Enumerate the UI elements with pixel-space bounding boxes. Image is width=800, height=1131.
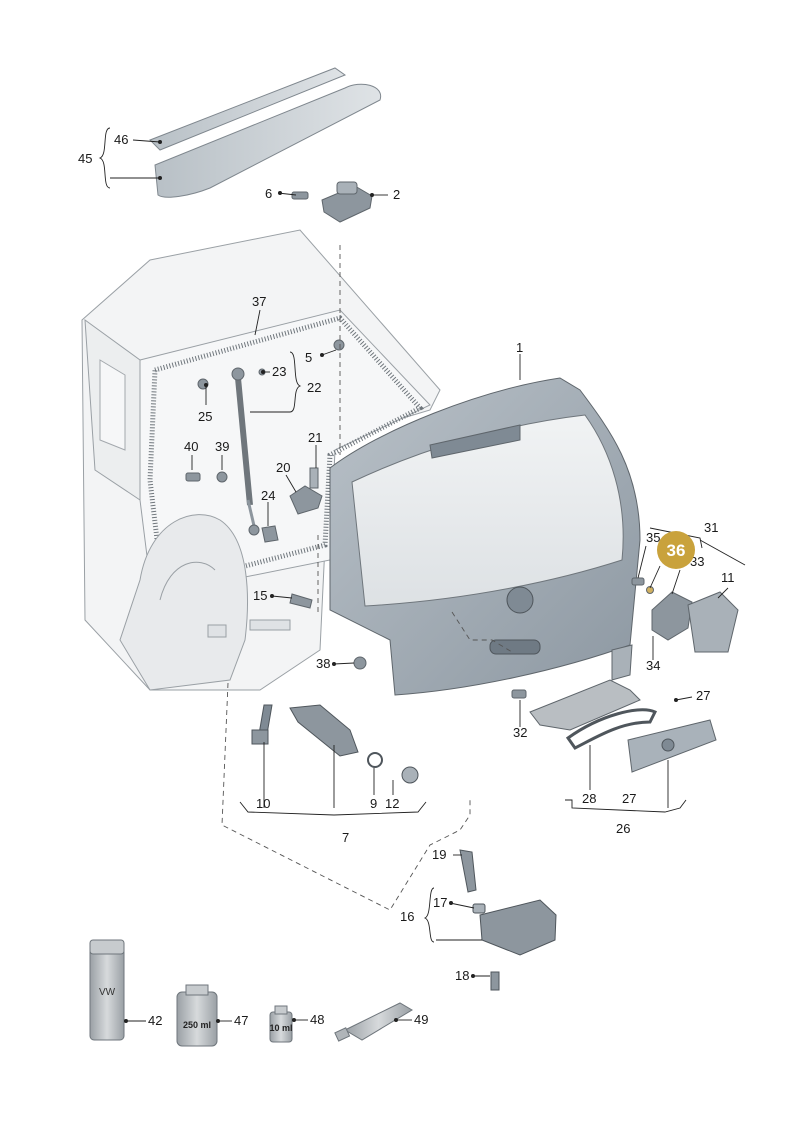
highlight-badge-36[interactable]: 36 — [657, 531, 695, 569]
callout-7: 7 — [342, 830, 349, 845]
callout-9: 9 — [370, 796, 377, 811]
callout-46: 46 — [114, 132, 128, 147]
rear-spoiler — [149, 67, 382, 198]
callout-38: 38 — [316, 656, 330, 671]
callout-19: 19 — [432, 847, 446, 862]
callout-40: 40 — [184, 439, 198, 454]
callout-22: 22 — [307, 380, 321, 395]
leader-lines — [98, 127, 746, 1023]
callout-11: 11 — [721, 570, 735, 585]
callout-6: 6 — [265, 186, 272, 201]
callout-21: 21 — [308, 430, 322, 445]
grouping-outlines — [221, 245, 513, 911]
callout-10: 10 — [256, 796, 270, 811]
highlight-number: 36 — [667, 541, 686, 560]
tailgate-panel — [329, 377, 641, 696]
callout-5: 5 — [305, 350, 312, 365]
vw-logo-icon: VW — [99, 987, 116, 998]
callout-45: 45 — [78, 151, 92, 166]
callout-17: 17 — [433, 895, 447, 910]
lock-cylinder-assembly — [251, 704, 419, 784]
callout-12: 12 — [385, 796, 399, 811]
vehicle-body — [81, 229, 441, 691]
bottle-large-label: 250 ml — [183, 1020, 211, 1030]
callout-25: 25 — [198, 409, 212, 424]
tailgate-handle-assembly — [565, 708, 717, 773]
callout-37: 37 — [252, 294, 266, 309]
callout-39: 39 — [215, 439, 229, 454]
callout-33: 33 — [690, 554, 704, 569]
callout-24: 24 — [261, 488, 275, 503]
gas-strut — [231, 367, 260, 536]
callout-labels: 46 45 6 2 37 5 23 22 25 40 39 21 20 24 1… — [78, 132, 735, 1028]
callout-27-bottom: 27 — [622, 791, 636, 806]
callout-26: 26 — [616, 821, 630, 836]
callout-18: 18 — [455, 968, 469, 983]
service-products: VW 250 ml 10 ml — [89, 939, 413, 1047]
callout-23: 23 — [272, 364, 286, 379]
callout-1: 1 — [516, 340, 523, 355]
tailgate-lock-actuator — [511, 577, 739, 731]
callout-42: 42 — [148, 1013, 162, 1028]
callout-49: 49 — [414, 1012, 428, 1027]
bottle-small-label: 10 ml — [269, 1023, 292, 1033]
callout-32: 32 — [513, 725, 527, 740]
callout-2: 2 — [393, 187, 400, 202]
callout-48: 48 — [310, 1012, 324, 1027]
callout-20: 20 — [276, 460, 290, 475]
callout-47: 47 — [234, 1013, 248, 1028]
callout-34: 34 — [646, 658, 660, 673]
tailgate-hinge — [291, 181, 373, 223]
tailgate-latch — [459, 849, 557, 991]
callout-27-top: 27 — [696, 688, 710, 703]
callout-15: 15 — [253, 588, 267, 603]
fasteners — [185, 339, 367, 670]
callout-16: 16 — [400, 909, 414, 924]
callout-31: 31 — [704, 520, 718, 535]
callout-35: 35 — [646, 530, 660, 545]
highlight-circle — [657, 531, 695, 569]
callout-28: 28 — [582, 791, 596, 806]
